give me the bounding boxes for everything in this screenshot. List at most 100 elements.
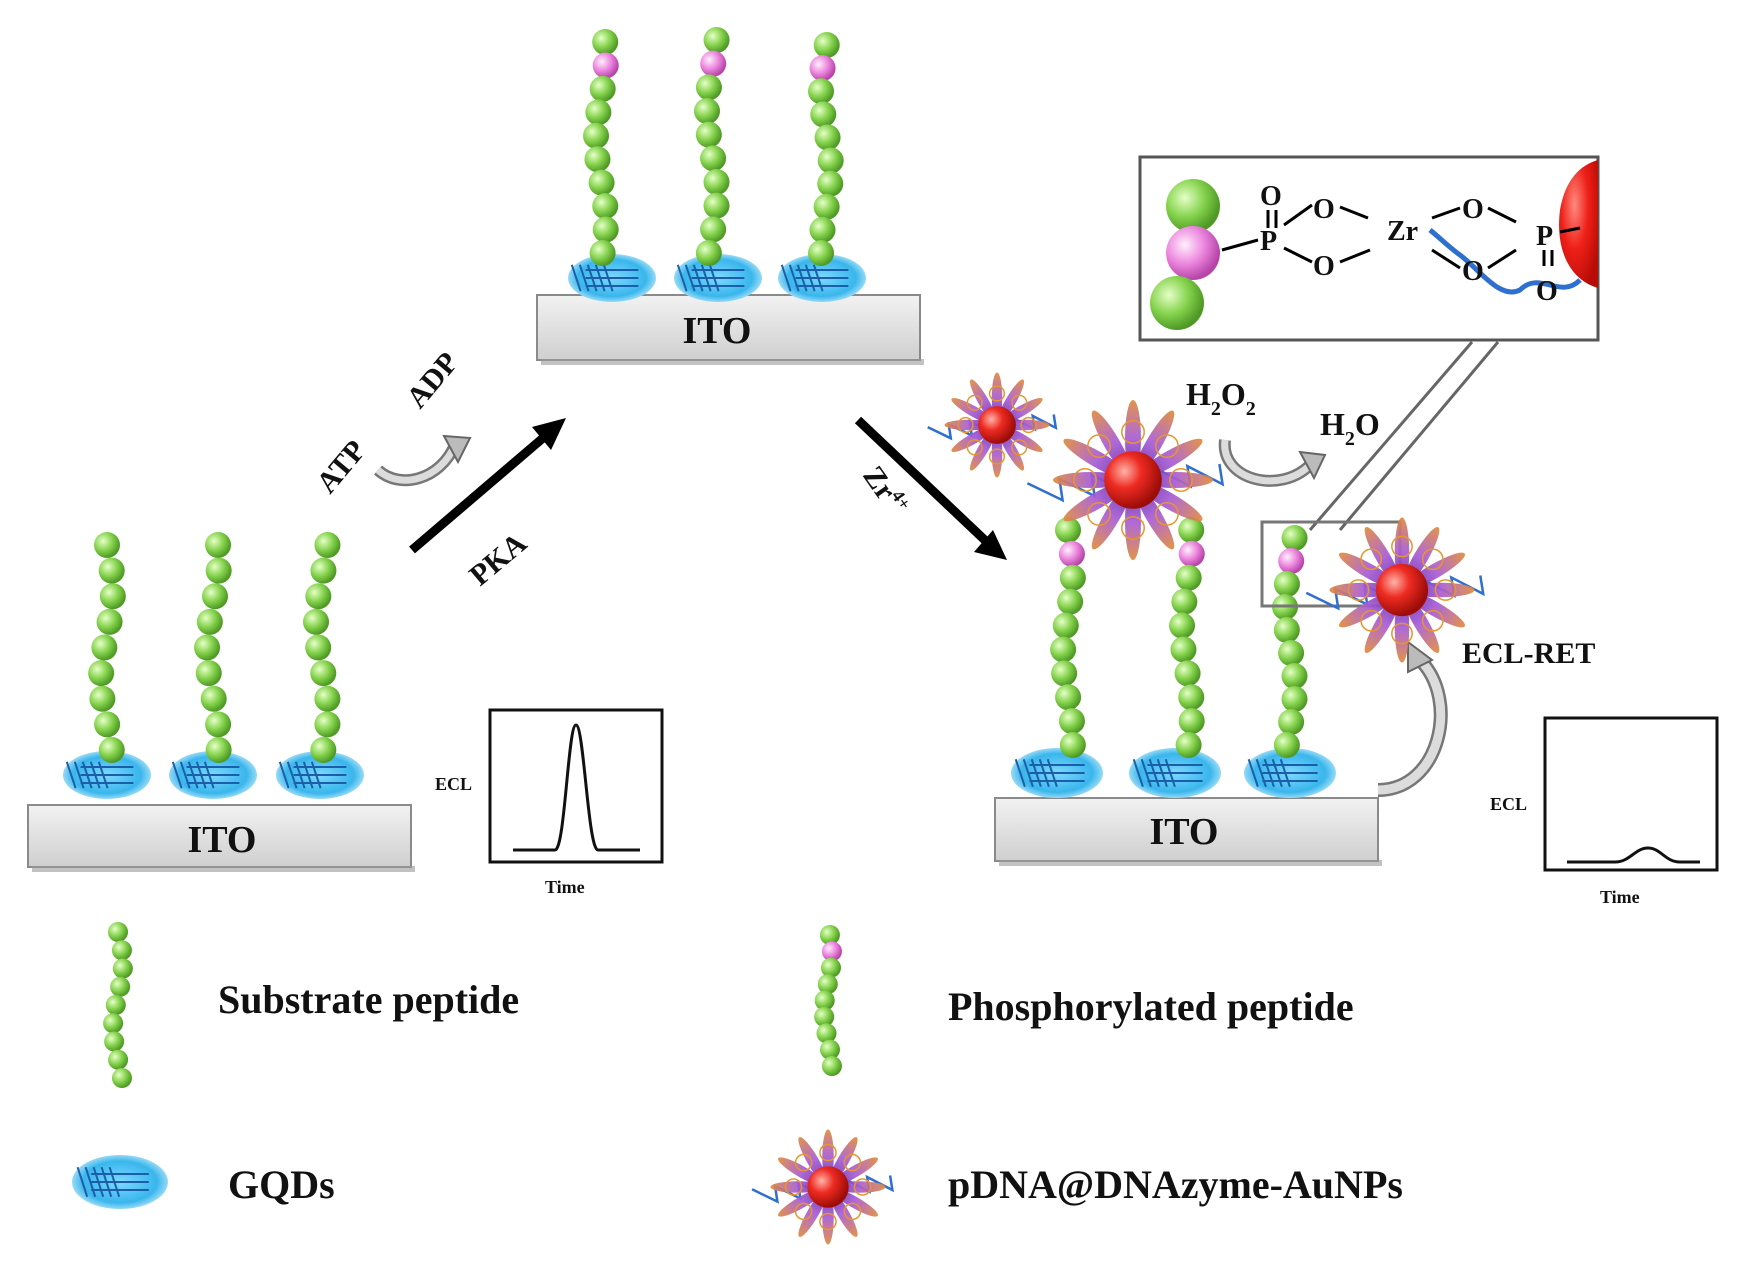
legend-substrate-icon (103, 922, 133, 1088)
peptide-bead (310, 737, 337, 763)
h2o-o: O (1355, 406, 1380, 442)
peptide-bead (1278, 709, 1305, 735)
peptide-bead (99, 583, 126, 610)
peptide-bead (583, 122, 610, 149)
gqd-lattice-line (780, 264, 792, 292)
gqd-lattice (570, 264, 639, 292)
ecl-trace-high (513, 723, 640, 852)
peptide-bead (205, 711, 232, 738)
dna-loop (1020, 416, 1037, 434)
inset-o-left-bottom: O (1313, 251, 1335, 282)
gqd-particle (72, 1155, 168, 1209)
peptide-bead (694, 98, 721, 124)
gqd-lattice-line (84, 1166, 97, 1198)
dna-loop (1121, 420, 1145, 444)
peptide-bead (820, 957, 841, 978)
phospho-bead (592, 52, 619, 79)
peptide-bead (1169, 612, 1196, 639)
zr-arrow (854, 416, 1007, 560)
dna-loop (966, 394, 983, 411)
dna-loop (1421, 609, 1444, 632)
peptide-bead (1174, 660, 1201, 687)
adp-label: ADP (400, 346, 465, 414)
gqd-particle (1129, 748, 1221, 798)
gqd-lattice-line (1022, 758, 1034, 788)
peptide-bead (1057, 588, 1084, 615)
h2o2-label: H2O2 (1186, 376, 1256, 420)
peptide-bead (96, 608, 123, 635)
gqd-lattice (780, 264, 849, 292)
peptide-bead (1281, 663, 1308, 689)
peptide-bead (98, 557, 125, 584)
peptide-bead (703, 27, 730, 53)
gqd-particle (169, 751, 257, 799)
dna-loop (1073, 468, 1097, 492)
phospho-bead (1178, 540, 1205, 567)
peptide-bead (814, 990, 835, 1011)
peptide-bead (195, 660, 222, 687)
peptide-chain (583, 29, 619, 266)
gqd-lattice (1247, 758, 1318, 788)
dna-loop (1011, 394, 1028, 411)
inset-box: O P O O Zr O O P O (1138, 155, 1600, 531)
ecl-right-xlabel: Time (1600, 887, 1640, 907)
peptide-bead (314, 711, 341, 738)
peptide-bead (817, 147, 844, 174)
peptide-bead (89, 685, 116, 712)
dna-loop (1154, 501, 1179, 526)
peptide-chain (814, 925, 842, 1076)
gqd-lattice-line (676, 264, 688, 292)
peptide-chain (88, 532, 126, 763)
inset-o-left-top: O (1313, 194, 1335, 225)
peptide-bead (817, 974, 838, 995)
peptide-bead (1052, 612, 1079, 639)
peptide-bead (810, 101, 837, 128)
peptide-bead (1059, 564, 1086, 591)
dna-loop (784, 1178, 803, 1196)
peptide-bead (303, 608, 330, 635)
inset-p-right: P (1536, 221, 1553, 252)
dna-loop (988, 385, 1006, 402)
pka-label: PKA (463, 526, 533, 592)
phospho-bead (1058, 540, 1085, 567)
legend-substrate-label: Substrate peptide (218, 977, 519, 1022)
peptide-bead (817, 170, 844, 197)
dna-loop (1391, 622, 1413, 645)
ecl-plot-right: ECL Time (1490, 716, 1719, 907)
peptide-bead (205, 532, 232, 558)
curved-arrow-atp-adp (373, 434, 472, 487)
peptide-chain (1050, 517, 1086, 758)
peptide-bead (314, 685, 341, 712)
dna-loop (1391, 535, 1413, 558)
peptide-bead (819, 1039, 840, 1060)
peptide-bead (695, 240, 722, 266)
h2o2-sub2: 2 (1246, 398, 1256, 420)
legend-gqd-label: GQDs (228, 1162, 335, 1207)
peptide-bead (1058, 708, 1085, 735)
gqd-lattice-line (65, 761, 77, 789)
peptide-bead (808, 78, 835, 105)
dna-loop (843, 1202, 862, 1221)
dna-loop (1421, 548, 1444, 571)
kinase-arrow (409, 418, 566, 554)
gqd-lattice-line (278, 761, 290, 789)
peptide-bead (1051, 660, 1078, 687)
ecl-left-xlabel: Time (545, 877, 585, 897)
gqd-layer (63, 254, 1336, 799)
probe-layer (927, 372, 1485, 663)
h2o-h: H (1320, 406, 1345, 442)
peptide-bead (1281, 525, 1308, 551)
peptide-bead (314, 532, 341, 558)
aunp-probe (751, 1129, 895, 1245)
peptide-bead (1178, 517, 1205, 543)
gold-nanoparticle (807, 1166, 849, 1208)
peptide-bead (813, 193, 840, 220)
ito-label-right: ITO (1149, 811, 1218, 853)
gqd-particle (63, 751, 151, 799)
peptide-bead (105, 995, 126, 1015)
h2o-label: H2O (1320, 406, 1380, 450)
gqd-particle (674, 254, 762, 302)
peptide-bead (813, 32, 840, 58)
h2o2-sub1: 2 (1211, 398, 1221, 420)
ecl-ret-curved-arrow (1377, 640, 1448, 797)
